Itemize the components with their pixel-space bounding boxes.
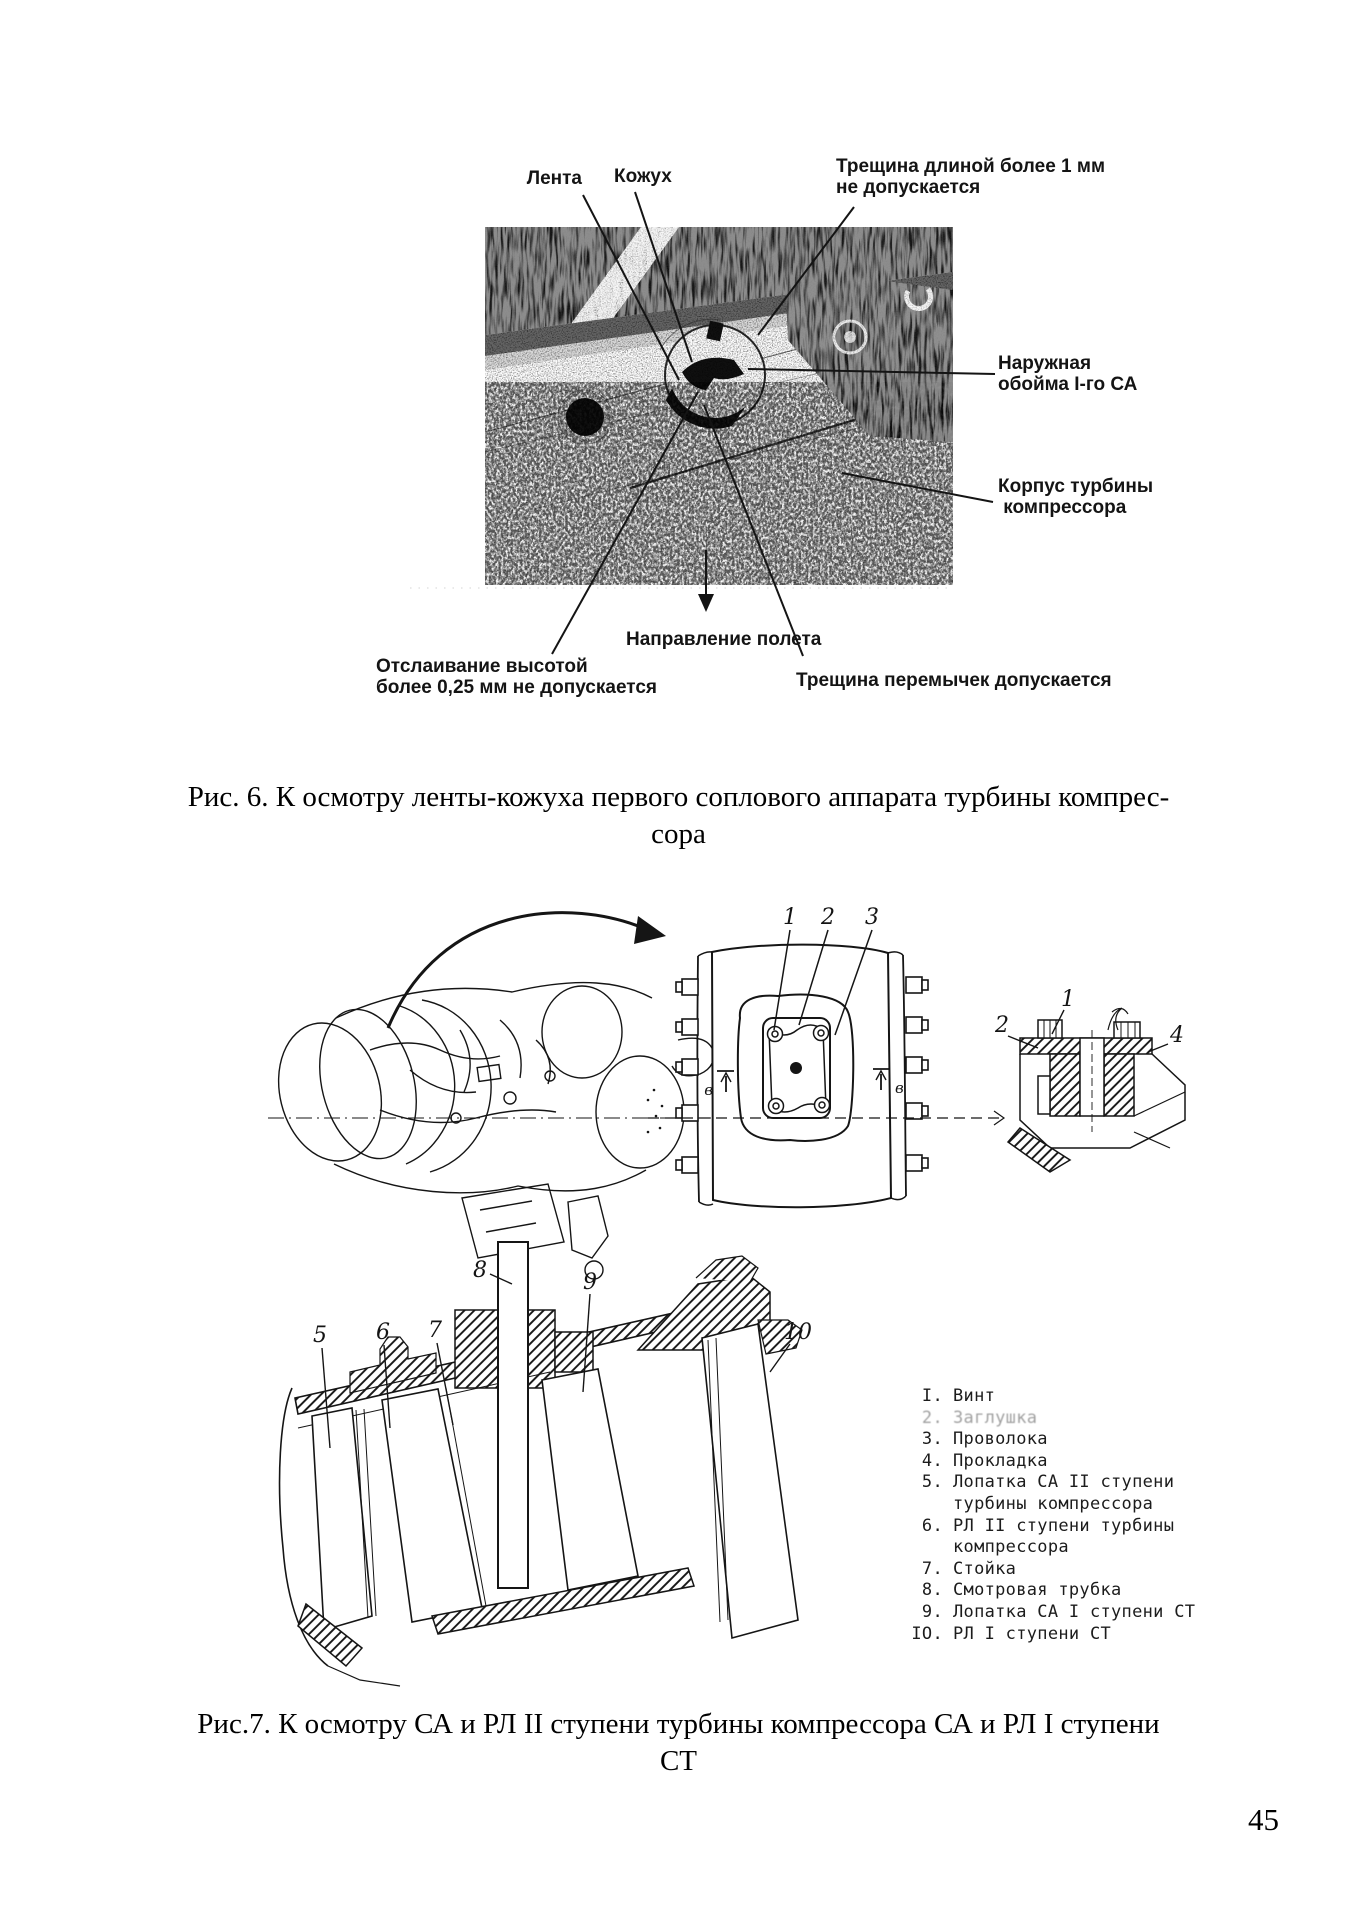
callout-bottom-6: 6 — [376, 1320, 390, 1345]
curved-arrow — [386, 911, 649, 1029]
figure6-photo-and-leader-lines — [410, 191, 996, 657]
legend-text: Проволока — [953, 1429, 1048, 1450]
figure6-caption-line1: Рис. 6. К осмотру ленты-кожуха первого с… — [187, 781, 1170, 813]
legend-num: 8. — [921, 1580, 943, 1601]
callout-leaders-right — [1007, 1009, 1169, 1053]
legend-item-6: 6. РЛ II ступени турбины — [903, 1516, 1213, 1538]
legend-num: 9. — [921, 1601, 943, 1622]
page-number: 45 — [1248, 1802, 1279, 1837]
detail-section-view — [1006, 1007, 1186, 1173]
legend-item-10: IO. РЛ I ступени СТ — [903, 1624, 1213, 1646]
legend-num: IO. — [911, 1623, 943, 1644]
legend-text: Винт — [953, 1386, 996, 1406]
legend-item-5: 5. Лопатка СА II ступени — [903, 1472, 1213, 1494]
legend-text: Заглушка — [953, 1407, 1038, 1428]
figure7-legend: I. Винт 2. Заглушка 3. Проволока 4. Прок… — [903, 1386, 1213, 1645]
engine-sketch — [268, 981, 720, 1280]
figure7-caption-line1: Рис.7. К осмотру СА и РЛ II ступени турб… — [197, 1708, 1160, 1740]
legend-num: 5. — [921, 1472, 943, 1493]
callout-mid-1: 1 — [783, 905, 797, 930]
legend-text: Смотровая трубка — [953, 1580, 1122, 1601]
legend-text: Стойка — [953, 1558, 1017, 1579]
legend-text: Прокладка — [953, 1450, 1048, 1471]
label-lenta: Лента — [526, 168, 582, 189]
legend-text: РЛ II ступени турбины — [953, 1515, 1175, 1536]
label-turbine-case: Корпус турбины компрессора — [998, 476, 1154, 518]
label-crack-bottom: Трещина перемычек допускается — [796, 670, 1112, 691]
callout-bottom-5: 5 — [313, 1323, 327, 1348]
callout-leaders-mid — [773, 929, 873, 1036]
legend-text: Лопатка СА I ступени СТ — [953, 1601, 1196, 1622]
figure6-caption-line2: сора — [651, 818, 706, 850]
legend-item-3: 3. Проволока — [903, 1429, 1213, 1451]
callout-right-4: 4 — [1169, 1023, 1184, 1048]
legend-item-5-cont: турбины компрессора — [953, 1493, 1154, 1514]
label-crack-top: Трещина длиной более 1 мм не допускается — [836, 156, 1105, 198]
legend-item-8: 8. Смотровая трубка — [903, 1580, 1213, 1602]
legend-num: 6. — [921, 1515, 943, 1536]
legend-num: I. — [921, 1386, 943, 1406]
callout-bottom-10: 10 — [784, 1320, 812, 1345]
callout-right-2: 2 — [994, 1013, 1009, 1038]
callout-mid-2: 2 — [820, 905, 835, 930]
halftone-photo — [485, 227, 953, 585]
legend-item-4: 4. Прокладка — [903, 1451, 1213, 1473]
figure7-technical-drawing: в в 1 2 3 1 2 4 — [268, 905, 1186, 1687]
section-letter-left: в — [704, 1081, 713, 1099]
legend-item-7: 7. Стойка — [903, 1559, 1213, 1581]
callout-right-1: 1 — [1061, 987, 1075, 1012]
turbine-cross-section — [278, 1241, 803, 1687]
legend-item-9: 9. Лопатка СА I ступени СТ — [903, 1602, 1213, 1624]
label-flight-direction: Направление полета — [626, 629, 822, 650]
label-outer-ring: Наружная обойма I-го СА — [998, 353, 1138, 395]
figure7-caption-line2: СТ — [659, 1745, 698, 1777]
label-kozhuh: Кожух — [614, 166, 672, 187]
section-letter-right: в — [895, 1079, 904, 1097]
callout-mid-3: 3 — [865, 905, 879, 930]
figure7-drawing-block: в в 1 2 3 1 2 4 — [250, 880, 1260, 1700]
legend-num: 3. — [921, 1429, 943, 1450]
callout-bottom-9: 9 — [583, 1270, 597, 1295]
curved-arrow-head — [634, 916, 666, 944]
leader-lines — [551, 191, 996, 657]
callout-bottom-7: 7 — [428, 1318, 442, 1343]
legend-item-6-cont: компрессора — [953, 1537, 1069, 1558]
callout-leaders-bottom — [321, 1273, 791, 1449]
label-peeling: Отслаивание высотой более 0,25 мм не доп… — [376, 656, 657, 698]
legend-num: 7. — [921, 1558, 943, 1579]
legend-item-1: I. Винт — [903, 1386, 1213, 1408]
callout-bottom-8: 8 — [473, 1258, 487, 1283]
casing-section-view — [648, 943, 1006, 1209]
legend-text: РЛ I ступени СТ — [953, 1623, 1112, 1644]
legend-num: 4. — [921, 1450, 943, 1471]
legend-num: 2. — [921, 1407, 943, 1428]
figure6-inspection-photo-block: Лента Кожух Трещина длиной более 1 мм не… — [330, 150, 1160, 710]
legend-text: Лопатка СА II ступени — [953, 1472, 1175, 1493]
legend-item-2: 2. Заглушка — [903, 1408, 1213, 1430]
